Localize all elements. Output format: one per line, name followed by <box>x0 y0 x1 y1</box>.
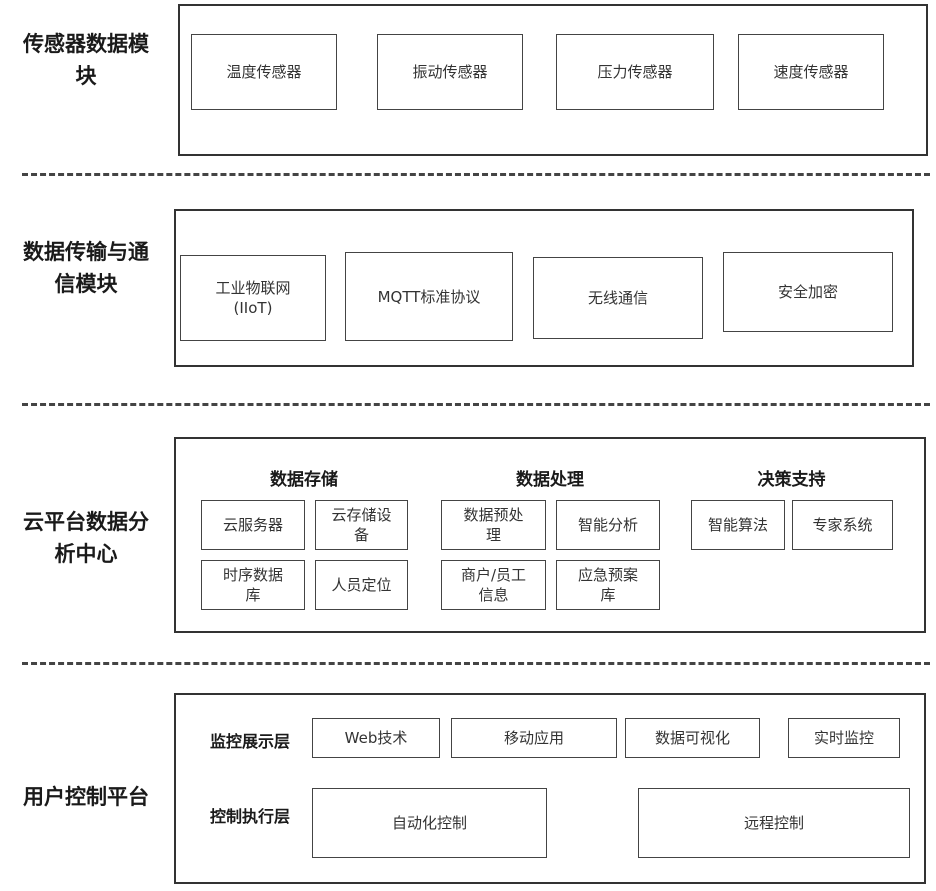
wireless-communication-box: 无线通信 <box>533 257 703 339</box>
realtime-monitoring-box: 实时监控 <box>788 718 900 758</box>
data-preprocessing-box: 数据预处 理 <box>441 500 546 550</box>
data-processing-title: 数据处理 <box>516 470 584 490</box>
security-encryption-box: 安全加密 <box>723 252 893 332</box>
data-visualization-box: 数据可视化 <box>625 718 760 758</box>
automation-control-box: 自动化控制 <box>312 788 547 858</box>
decision-support-title: 决策支持 <box>757 470 826 490</box>
user-layer-title: 用户控制平台 <box>23 785 149 809</box>
merchant-staff-info-box: 商户/员工 信息 <box>441 560 546 610</box>
time-series-db-box: 时序数据 库 <box>201 560 305 610</box>
layer-divider-2 <box>22 403 930 406</box>
monitor-display-layer-label: 监控展示层 <box>210 732 291 751</box>
iiot-box: 工业物联网 (IIoT) <box>180 255 326 341</box>
vibration-sensor-box: 振动传感器 <box>377 34 523 110</box>
cloud-layer-title: 云平台数据分 析中心 <box>23 510 149 566</box>
data-storage-title: 数据存储 <box>270 470 338 490</box>
emergency-plan-db-box: 应急预案 库 <box>556 560 660 610</box>
expert-system-box: 专家系统 <box>792 500 893 550</box>
layer-divider-1 <box>22 173 930 176</box>
remote-control-box: 远程控制 <box>638 788 910 858</box>
intelligent-analysis-box: 智能分析 <box>556 500 660 550</box>
temperature-sensor-box: 温度传感器 <box>191 34 337 110</box>
intelligent-algorithm-box: 智能算法 <box>691 500 785 550</box>
web-tech-box: Web技术 <box>312 718 440 758</box>
mqtt-protocol-box: MQTT标准协议 <box>345 252 513 341</box>
control-execution-layer-label: 控制执行层 <box>210 807 291 826</box>
mobile-app-box: 移动应用 <box>451 718 617 758</box>
cloud-server-box: 云服务器 <box>201 500 305 550</box>
sensor-layer-title: 传感器数据模 块 <box>23 32 149 88</box>
transmission-layer-title: 数据传输与通 信模块 <box>23 240 149 296</box>
personnel-positioning-box: 人员定位 <box>315 560 408 610</box>
layer-divider-3 <box>22 662 930 665</box>
speed-sensor-box: 速度传感器 <box>738 34 884 110</box>
pressure-sensor-box: 压力传感器 <box>556 34 714 110</box>
cloud-storage-device-box: 云存储设 备 <box>315 500 408 550</box>
